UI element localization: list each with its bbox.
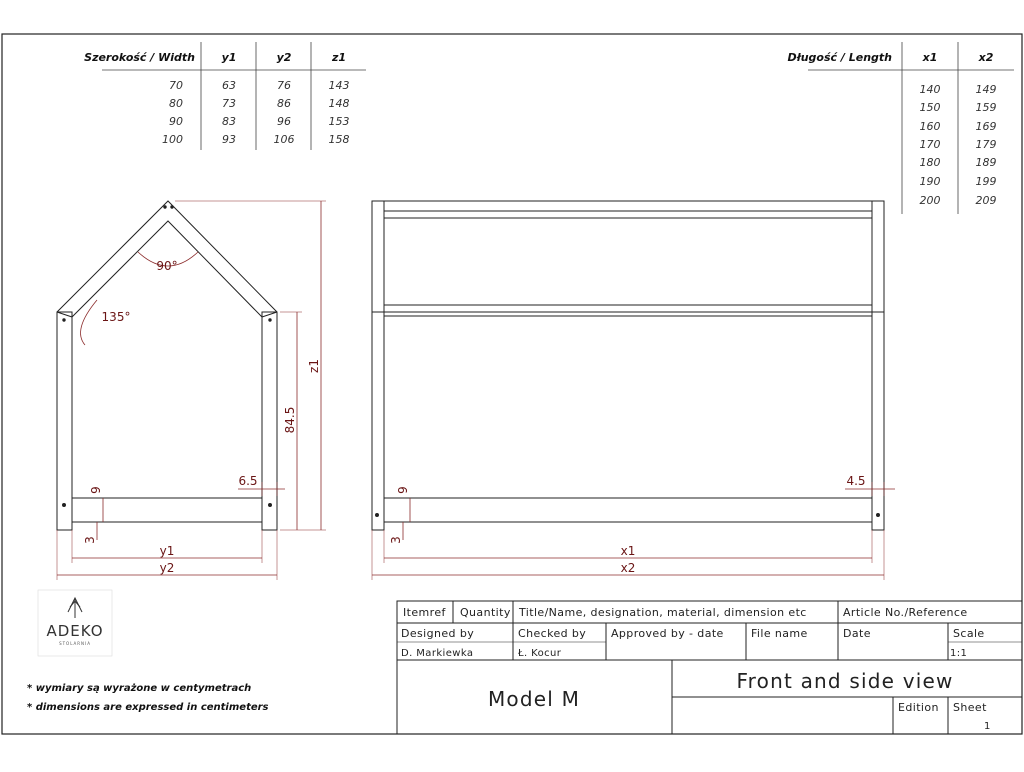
- y2-header: y2: [277, 51, 292, 64]
- z1-label: z1: [307, 359, 321, 373]
- length-cell: 209: [976, 194, 997, 207]
- length-cell: 190: [920, 175, 941, 188]
- scale-value: 1:1: [950, 648, 967, 659]
- middle-rail: [383, 304, 873, 317]
- length-cell: 180: [920, 156, 941, 169]
- approved-label: Approved by - date: [611, 627, 724, 640]
- tree-icon: [67, 596, 83, 618]
- sheet-label: Sheet: [953, 701, 987, 714]
- date-label: Date: [843, 627, 871, 640]
- side-dimensions: [56, 200, 326, 580]
- logo-subtitle: STOLARNIA: [59, 641, 91, 646]
- model-name: Model M: [488, 687, 580, 711]
- z1-header: z1: [331, 51, 346, 64]
- length-cell: 160: [920, 120, 941, 133]
- width-cell: 63: [222, 79, 236, 92]
- front-offset-label: 4.5: [846, 474, 865, 488]
- itemref-label: Itemref: [403, 606, 446, 619]
- base-gap-front-label: 3: [389, 536, 403, 544]
- length-header: Długość / Length: [787, 51, 892, 64]
- scale-label: Scale: [953, 627, 985, 640]
- right-post: [261, 311, 278, 531]
- angle-top-label: 90°: [156, 259, 177, 273]
- checked-by-label: Checked by: [518, 627, 586, 640]
- x1-header: x1: [922, 51, 938, 64]
- length-cell: 189: [976, 156, 997, 169]
- width-cell: 90: [169, 115, 183, 128]
- y1-header: y1: [222, 51, 237, 64]
- width-cell: 70: [169, 79, 183, 92]
- width-cell: 93: [222, 133, 236, 146]
- width-cell: 80: [169, 97, 183, 110]
- top-rail: [383, 210, 873, 219]
- width-cell: 143: [329, 79, 350, 92]
- roof-inner: [71, 220, 263, 318]
- length-cell: 140: [920, 83, 941, 96]
- logo-name: ADEKO: [46, 622, 103, 640]
- length-table: Długość / Length x1 x2 140 149 150 159 1…: [787, 42, 1014, 214]
- left-post: [56, 311, 73, 531]
- side-view: [56, 200, 278, 531]
- front-dimensions: [371, 482, 895, 580]
- width-header: Szerokość / Width: [84, 51, 195, 64]
- front-view: [371, 200, 885, 531]
- length-cell: 169: [976, 120, 997, 133]
- width-cell: 76: [277, 79, 291, 92]
- width-cell: 148: [329, 97, 350, 110]
- length-cell: 199: [976, 175, 997, 188]
- front-right-post: [871, 200, 885, 531]
- front-left-post: [371, 200, 385, 531]
- width-cell: 96: [277, 115, 291, 128]
- x1-label: x1: [621, 544, 636, 558]
- title-block: [396, 600, 1023, 735]
- width-cell: 86: [277, 97, 291, 110]
- designed-by-label: Designed by: [401, 627, 474, 640]
- width-cell: 153: [329, 115, 350, 128]
- angle-side-label: 135°: [102, 310, 131, 324]
- length-cell: 159: [976, 101, 997, 114]
- article-label: Article No./Reference: [843, 606, 968, 619]
- checked-by-value: Ł. Kocur: [517, 648, 562, 659]
- length-cell: 179: [976, 138, 997, 151]
- height-label: 84.5: [283, 407, 297, 434]
- width-cell: 73: [222, 97, 236, 110]
- base-gap-side-label: 3: [83, 536, 97, 544]
- y1-label: y1: [160, 544, 175, 558]
- designed-by-value: D. Markiewka: [401, 648, 473, 659]
- length-cell: 170: [920, 138, 941, 151]
- y2-label: y2: [160, 561, 175, 575]
- length-cell: 150: [920, 101, 941, 114]
- rail-height-side-label: 9: [89, 486, 103, 494]
- note-english: * dimensions are expressed in centimeter…: [27, 702, 269, 713]
- side-offset-label: 6.5: [238, 474, 257, 488]
- note-polish: * wymiary są wyrażone w centymetrach: [27, 683, 251, 694]
- x2-header: x2: [978, 51, 994, 64]
- rail-height-front-label: 9: [396, 486, 410, 494]
- width-cell: 106: [274, 133, 295, 146]
- edition-label: Edition: [898, 701, 939, 714]
- length-cell: 149: [976, 83, 997, 96]
- width-cell: 83: [222, 115, 236, 128]
- width-cell: 158: [329, 133, 350, 146]
- sheet-value: 1: [984, 721, 991, 732]
- bottom-rail-front: [383, 497, 873, 523]
- bottom-rail-side: [71, 497, 263, 523]
- quantity-label: Quantity: [460, 606, 511, 619]
- length-cell: 200: [920, 194, 941, 207]
- width-table: Szerokość / Width y1 y2 z1 70 63 76 143 …: [84, 42, 366, 150]
- x2-label: x2: [621, 561, 636, 575]
- file-name-label: File name: [751, 627, 808, 640]
- view-title: Front and side view: [736, 669, 953, 693]
- title-description-label: Title/Name, designation, material, dimen…: [518, 606, 807, 619]
- adeko-logo: ADEKO STOLARNIA: [37, 589, 113, 657]
- roof-outer: [56, 200, 278, 313]
- width-cell: 100: [162, 133, 183, 146]
